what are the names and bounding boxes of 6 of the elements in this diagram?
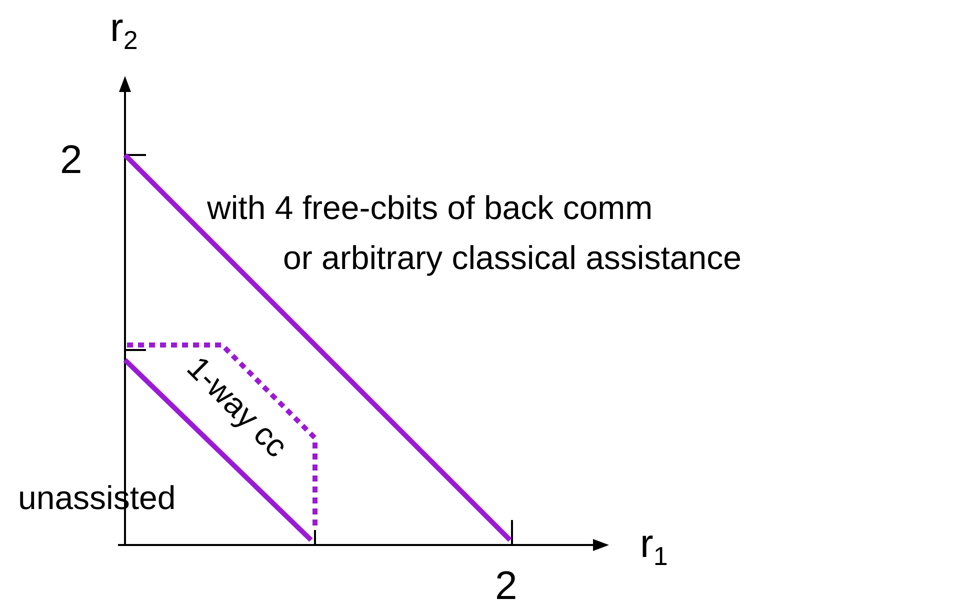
tick-label: 2 — [495, 564, 518, 608]
curve-label: or arbitrary classical assistance — [283, 240, 742, 276]
tick-label: 2 — [60, 138, 82, 182]
axis-label: r$_{1}$ — [640, 522, 668, 570]
curve-label: with 4 free-cbits of back comm — [207, 190, 653, 226]
axis-label: r$_{2}$ — [110, 6, 138, 54]
